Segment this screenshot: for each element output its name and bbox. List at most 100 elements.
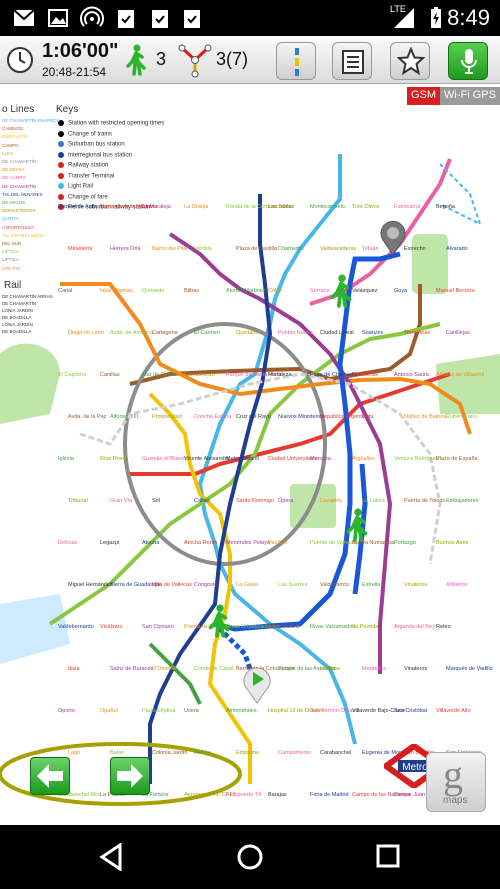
station-label[interactable]: Ópera — [278, 498, 294, 504]
destination-marker-icon[interactable] — [242, 664, 272, 704]
station-label[interactable]: Campamento — [278, 750, 312, 756]
station-label[interactable]: La Granja — [184, 204, 209, 210]
station-label[interactable]: Aeropuerto T4 — [226, 792, 262, 798]
station-label[interactable]: Avda. de la Paz — [68, 414, 107, 420]
station-label[interactable]: Serrano — [310, 288, 330, 294]
station-label[interactable]: Hortaleza — [268, 372, 292, 378]
station-label[interactable]: Lista — [362, 414, 374, 420]
metro-map[interactable]: o Lines Keys Station with restricted ope… — [0, 84, 500, 825]
station-label[interactable]: Vicálvaro — [100, 624, 123, 630]
station-label[interactable]: Tribunal — [68, 498, 88, 504]
station-label[interactable]: Diego de León — [68, 330, 104, 336]
station-label[interactable]: Colón — [268, 288, 283, 294]
station-label[interactable]: Mirasierra — [68, 246, 93, 252]
station-label[interactable]: Artilleros — [446, 582, 468, 588]
station-label[interactable]: Chamartín — [278, 246, 304, 252]
station-label[interactable]: Congosto — [194, 582, 218, 588]
station-label[interactable]: Callao — [194, 498, 210, 504]
station-label[interactable]: Rivas Futura — [268, 624, 300, 630]
station-label[interactable]: Suanzes — [362, 330, 384, 336]
station-label[interactable]: Prosperidad — [152, 414, 182, 420]
station-label[interactable]: La Moraleja — [142, 204, 171, 210]
station-label[interactable]: Colonia Jardín — [152, 750, 188, 756]
station-label[interactable]: Moratalaz — [362, 666, 387, 672]
station-label[interactable]: Opañel — [100, 708, 118, 714]
station-label[interactable]: Buenos Aires — [436, 540, 469, 546]
station-label[interactable]: Ibiza — [68, 666, 80, 672]
station-label[interactable]: Alfonso XIII — [110, 414, 139, 420]
station-label[interactable]: Canillas — [100, 372, 120, 378]
station-label[interactable]: Alvarado — [446, 246, 468, 252]
station-label[interactable]: Lago — [68, 750, 81, 756]
station-label[interactable]: Retiro — [436, 624, 451, 630]
station-label[interactable]: Villaverde Bajo-Cruce — [352, 708, 406, 714]
station-label[interactable]: Cruz del Rayo — [236, 414, 271, 420]
station-label[interactable]: Lavapiés — [320, 498, 343, 504]
station-label[interactable]: Vicente Aleixandre — [184, 456, 230, 462]
station-label[interactable]: Moncloa — [310, 456, 331, 462]
origin-marker-icon[interactable] — [378, 220, 408, 256]
station-label[interactable]: Concha Espina — [194, 414, 232, 420]
station-label[interactable]: O'Donnell — [152, 666, 176, 672]
station-label[interactable]: San Lorenzo — [184, 372, 216, 378]
station-label[interactable]: La Peseta — [100, 792, 125, 798]
station-label[interactable]: Velázquez — [352, 288, 378, 294]
station-label[interactable]: Ciudad Lineal — [320, 330, 354, 336]
station-label[interactable]: Batán — [110, 750, 125, 756]
station-label[interactable]: El Carmen — [194, 330, 220, 336]
station-label[interactable]: Montecarmelo — [310, 204, 345, 210]
station-label[interactable]: Islas Filipinas — [100, 288, 134, 294]
station-label[interactable]: Carabanchel Alto — [58, 792, 100, 798]
station-label[interactable]: Sainz de Baranda — [110, 666, 154, 672]
station-label[interactable]: Metropolitano — [226, 456, 260, 462]
station-label[interactable]: Las Tablas — [268, 204, 295, 210]
station-label[interactable]: Pinar de Chamartín — [310, 372, 358, 378]
station-label[interactable]: Empalme — [236, 750, 260, 756]
station-label[interactable]: Valdebernardo — [58, 624, 94, 630]
favorite-button[interactable] — [390, 42, 430, 80]
station-label[interactable]: Antonio Saura — [394, 372, 429, 378]
station-label[interactable]: Ciudad Universitaria — [268, 456, 318, 462]
station-label[interactable]: Aeropuerto T1-T2-T3 — [184, 792, 236, 798]
station-label[interactable]: Atocha Renfe — [184, 540, 218, 546]
station-label[interactable]: Argüelles — [352, 456, 375, 462]
station-label[interactable]: Barrio de la Concepción — [236, 666, 295, 672]
station-label[interactable]: La Poveda — [352, 624, 379, 630]
station-label[interactable]: República Argentina — [320, 414, 370, 420]
station-label[interactable]: Begoña — [436, 204, 455, 210]
station-label[interactable]: Quintana — [236, 330, 259, 336]
station-label[interactable]: Eugenia de Montijo — [362, 750, 410, 756]
station-label[interactable]: San Fermín-Orcasur — [310, 708, 361, 714]
station-label[interactable]: Vinateros — [404, 666, 428, 672]
station-label[interactable]: Legazpi — [100, 540, 120, 546]
station-label[interactable]: Las Suertes — [278, 582, 308, 588]
station-label[interactable]: Parque de las Avenidas — [278, 666, 336, 672]
station-label[interactable]: Menéndez Pelayo — [226, 540, 271, 546]
station-label[interactable]: Ventura Rodríguez — [394, 456, 440, 462]
station-label[interactable]: Ronda de la Comunicación — [226, 204, 293, 210]
station-label[interactable]: Usera — [184, 708, 199, 714]
station-label[interactable]: Vinateros — [404, 582, 428, 588]
station-label[interactable]: Alonso Martínez — [226, 288, 266, 294]
station-label[interactable]: Rubén Darío — [446, 414, 478, 420]
station-label[interactable]: Hospital 12 de Octubre — [268, 708, 325, 714]
station-label[interactable]: Plaza Elíptica — [142, 708, 176, 714]
list-button[interactable] — [332, 42, 372, 80]
station-label[interactable]: Nuevos Ministerios — [278, 414, 325, 420]
station-label[interactable]: Ríos Rosas — [100, 456, 129, 462]
station-label[interactable]: El Capricho — [58, 372, 87, 378]
station-label[interactable]: Villaverde Alto — [436, 708, 471, 714]
station-label[interactable]: Plaza de Castilla — [236, 246, 277, 252]
station-label[interactable]: Conde de Casal — [194, 666, 234, 672]
station-label[interactable]: Canal — [58, 288, 73, 294]
station-label[interactable]: Manuel Becerra — [436, 288, 475, 294]
voice-search-button[interactable] — [448, 42, 488, 80]
station-label[interactable]: Nueva Numancia — [352, 540, 395, 546]
station-label[interactable]: Santo Domingo — [236, 498, 274, 504]
station-label[interactable]: Campo de las Naciones — [352, 792, 411, 798]
station-label[interactable]: Goya — [394, 288, 408, 294]
station-label[interactable]: Marqués de la Valdavia — [100, 204, 158, 210]
station-label[interactable]: Estrella — [362, 582, 381, 588]
station-label[interactable]: Gran Vía — [110, 498, 133, 504]
station-label[interactable]: Miguel Hernández — [68, 582, 113, 588]
